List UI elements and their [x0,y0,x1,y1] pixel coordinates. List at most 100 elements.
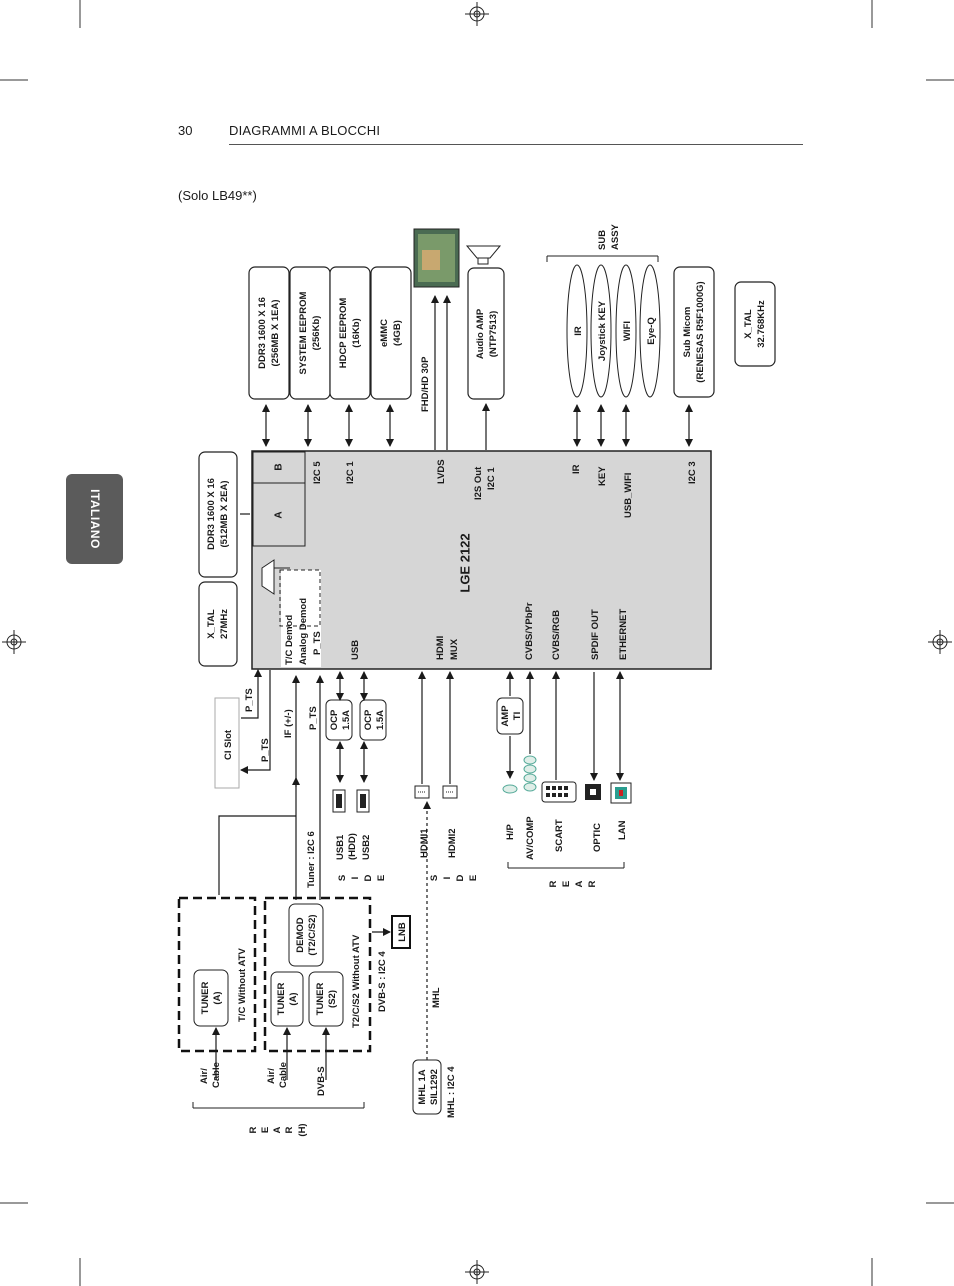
chip-hdmi-label: HDMI [435,636,446,660]
demod-label-2: Analog Demod [298,598,309,665]
usb-side-e: E [376,875,387,881]
ddr-port-b: B [274,463,285,470]
chip-ir-label: IR [571,464,582,474]
sub-assy-eyeq-label: Eye-Q [646,317,657,344]
hdmi2-port-icon [442,785,458,799]
rf-air-cable-1-l2: Cable [211,1062,222,1088]
ocp-1-l1: OCP [329,709,340,730]
demod-label-1: T/C Demod [284,615,295,665]
usb2-port-icon [356,789,370,813]
sub-assy-label-2: ASSY [610,223,621,250]
rf-air-cable-1-l1: Air/ [199,1068,210,1084]
sub-assy-eyeq: Eye-Q [639,264,661,398]
memory-hdcp-eeprom-l2: (16Kb) [351,318,362,348]
chip-i2c1-label: I2C 1 [345,461,356,484]
page-title: DIAGRAMMI A BLOCCHI [229,123,381,138]
rear-av-r1: R [548,880,559,887]
sub-assy-ir: IR [566,264,588,398]
memory-ddr3-top: DDR3 1600 X 16 (256MB X 1EA) [248,266,290,400]
rear-av-bracket [507,862,625,869]
memory-emmc-l2: (4GB) [392,320,403,346]
hdmi1-label: HDMI1 [419,828,430,858]
hp-jack-icon [502,784,518,794]
registration-mark-bottom [465,1260,489,1284]
sub-assy-ir-label: IR [573,326,584,336]
demod-label-3: P_TS [312,631,323,655]
tuner-i2c-label: Tuner : I2C 6 [306,831,317,888]
audio-amp-l1: Audio AMP [475,308,486,359]
ci-pts-a: P_TS [244,688,255,712]
chip-i2c5-label: I2C 5 [312,461,323,484]
rear-av-r2: R [587,880,598,887]
rear-avcomp-label: AV/COMP [525,816,536,860]
chip-spdif-label: SPDIF OUT [590,609,601,660]
if-label: IF (+/-) [283,709,294,738]
tuner-a-tc: TUNER (A) [193,969,229,1027]
chip-lvds-label: LVDS [436,459,447,484]
amp-ti-l2: TI [512,712,523,720]
diagram-subtitle: (Solo LB49**) [178,188,257,203]
chip-ethernet-label: ETHERNET [618,609,629,660]
rf-dvbs-label: DVB-S [316,1066,327,1096]
memory-system-eeprom: SYSTEM EEPROM (256Kb) [289,266,331,400]
hdmi1-port-icon [414,785,430,799]
memory-ddr3-top-l1: DDR3 1600 X 16 [257,297,268,369]
av-comp-jacks-icon [523,755,537,792]
tuner-s2-l1: TUNER [315,983,326,1016]
lan-port-icon [610,782,632,804]
demod-t2cs2-l2: (T2/C/S2) [307,914,318,955]
memory-emmc-l1: eMMC [379,319,390,347]
sub-micom: Sub Micom (RENESAS R5F1000G) [673,266,715,398]
hdmi2-label: HDMI2 [447,828,458,858]
sub-micom-l2: (RENESAS R5F1000G) [695,281,706,382]
xtal-32khz: X_TAL 32.768KHz [734,281,776,367]
ocp-1-l2: 1.5A [341,710,352,730]
xtal-27mhz-l2: 27MHz [219,609,230,639]
tuner-s2-l2: (S2) [327,990,338,1008]
speaker-icon [465,245,502,265]
mhl-chip-l1: MHL 1A [417,1069,428,1104]
tuner-block-tc-caption: T/C Without ATV [237,948,248,1022]
memory-emmc: eMMC (4GB) [370,266,412,400]
sub-assy-label-1: SUB [597,230,608,250]
lnb-label: LNB [397,922,408,942]
chip-usb-label: USB [350,640,361,660]
registration-mark-right [928,630,952,654]
memory-ddr3-left-l2: (512MB X 2EA) [219,480,230,547]
page-number: 30 [178,123,193,138]
tuner-a-t2-l1: TUNER [276,983,287,1016]
tuner-block-t2cs2-caption: T2/C/S2 Without ATV [351,934,362,1028]
chip-i2s-out-label: I2S Out [473,466,484,500]
tuner-a-t2: TUNER (A) [270,971,304,1027]
sub-assy-bracket [546,255,659,262]
chip-i2c3-label: I2C 3 [687,461,698,484]
rf-bracket [192,1102,365,1109]
sub-assy-wifi: WIFI [615,264,637,398]
rear-h-h: (H) [297,1123,308,1136]
tuner-a-t2-l2: (A) [288,992,299,1005]
mhl-chip-l2: SIL1292 [429,1069,440,1105]
ocp-1: OCP 1.5A [325,699,353,741]
registration-mark-left [2,630,26,654]
soc-chip [251,450,712,670]
usb-side-s: S [337,875,348,881]
chip-key-label: KEY [597,466,608,486]
chip-cvbs-rgb-label: CVBS/RGB [551,610,562,660]
chip-mux-label: MUX [449,638,460,660]
rear-scart-label: SCART [554,819,565,852]
tuner-block-t2cs2 [263,896,372,1053]
amp-ti: AMP TI [496,697,524,735]
mhl-chip: MHL 1A SIL1292 [412,1059,442,1115]
xtal-32khz-l2: 32.768KHz [756,300,767,348]
rear-av-e: E [561,881,572,887]
ocp-2-l2: 1.5A [375,710,386,730]
ddr-port-a: A [274,511,285,518]
lnb-box: LNB [391,915,411,949]
tuner-a-tc-l2: (A) [212,991,223,1004]
hdmi-side-i: I [442,877,453,880]
memory-ddr3-left: DDR3 1600 X 16 (512MB X 2EA) [198,451,238,578]
rear-optic-label: OPTIC [592,823,603,852]
mhl-i2c-label: MHL : I2C 4 [446,1066,457,1118]
chip-cvbs-ypbpr-label: CVBS/YPbPr [524,602,535,660]
